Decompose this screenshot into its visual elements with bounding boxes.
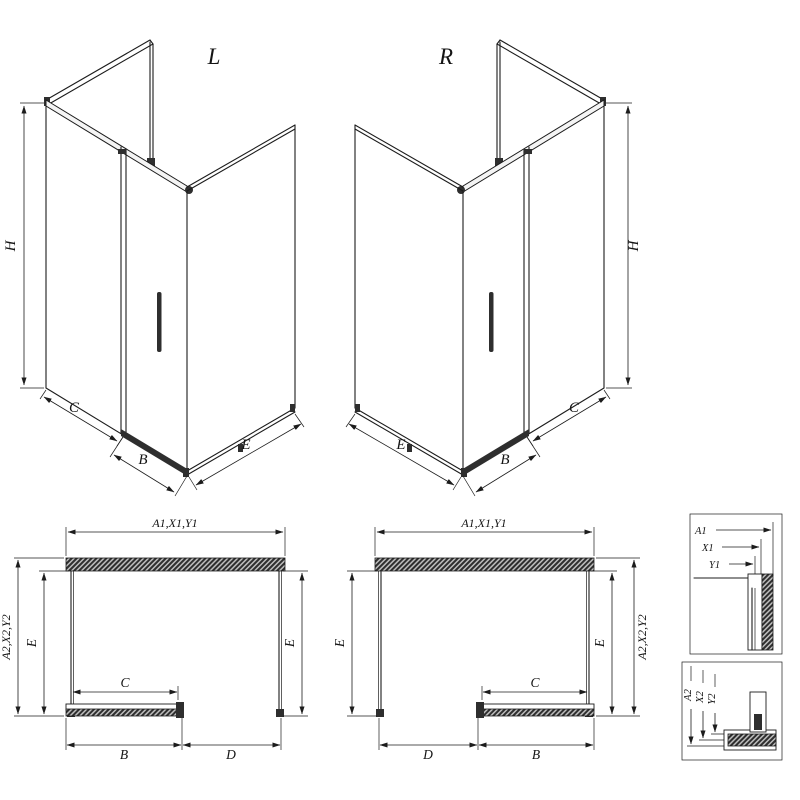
dim-depth-outer: A2,X2,Y2 <box>0 557 64 717</box>
front-face <box>457 99 605 477</box>
plan-view-left: A1,X1,Y1 A2,X2,Y2 E <box>0 516 308 762</box>
corner-connector <box>147 158 155 167</box>
dim-label-height: H <box>626 239 642 252</box>
side-panel <box>354 124 467 477</box>
sliding-door <box>481 708 595 717</box>
view-label-left: L <box>207 44 221 69</box>
door-bottom-track <box>461 429 529 477</box>
wall-profile-bar <box>374 557 595 572</box>
dim-door: B <box>65 718 183 762</box>
dim-label-depth-left: E <box>24 638 39 648</box>
dim-label-fixed: C <box>69 400 80 416</box>
detail-depth-profile: A2 X2 Y2 <box>681 661 783 761</box>
dim-label-height: H <box>3 239 19 252</box>
detail-border <box>689 513 783 655</box>
door-seal <box>754 714 762 730</box>
dim-label-door-glass: C <box>530 675 540 690</box>
door-handle <box>157 292 162 352</box>
dim-door-glass: C <box>72 675 179 700</box>
door-roller <box>118 149 126 154</box>
iso-view-right: R <box>345 39 642 497</box>
dim-door-left: B <box>109 436 188 497</box>
dim-width: A1,X1,Y1 <box>374 516 595 556</box>
glass-panels <box>376 570 593 717</box>
foot <box>461 468 467 477</box>
top-rail <box>462 99 605 193</box>
door-end-profile <box>476 702 484 718</box>
dim-opening: D <box>182 718 282 762</box>
dim-label-depth-right: E <box>282 638 297 648</box>
top-rail <box>45 99 188 193</box>
side-panel <box>183 124 296 477</box>
dim-label-depth-right: E <box>592 638 607 648</box>
foot <box>183 468 189 477</box>
dim-depth-left: E <box>332 570 377 717</box>
dim-label-opening: D <box>225 747 236 762</box>
front-face <box>45 99 193 477</box>
dim-side-right: E <box>345 413 462 491</box>
dim-label-side: E <box>240 437 250 453</box>
dim-depth-outer: A2,X2,Y2 <box>596 557 649 717</box>
dim-height-right: H <box>606 102 642 389</box>
dim-door: B <box>477 718 595 762</box>
sliding-door-assembly <box>65 702 184 718</box>
door-end-profile <box>176 702 184 718</box>
iso-view-left: L <box>3 39 305 497</box>
sliding-door <box>65 708 179 717</box>
glass-panels <box>67 570 284 717</box>
plan-view-center: A1,X1,Y1 E E <box>332 516 649 762</box>
detail-dim-a1: A1 <box>694 526 707 537</box>
dim-fixed-right: C <box>526 389 611 447</box>
detail-dim-a2: A2 <box>683 688 694 701</box>
dim-opening: D <box>378 718 478 762</box>
door-roller <box>524 149 532 154</box>
dim-depth-right: E <box>282 570 308 717</box>
dim-label-side: E <box>395 437 405 453</box>
foot <box>290 404 295 412</box>
door-handle <box>489 292 494 352</box>
door-bottom-track <box>121 429 189 477</box>
dim-label-depth-outer: A2,X2,Y2 <box>0 614 13 660</box>
dim-depth-right: E <box>591 570 617 715</box>
dim-label-door: B <box>120 747 128 762</box>
sliding-door-assembly <box>476 702 595 718</box>
dim-label-fixed: C <box>569 400 580 416</box>
panel-end-cap <box>376 709 384 717</box>
detail-dim-y1: Y1 <box>709 560 720 571</box>
dim-width: A1,X1,Y1 <box>65 516 286 556</box>
panel-end-cap <box>276 709 284 717</box>
foot <box>355 404 360 412</box>
dim-label-door-glass: C <box>120 675 130 690</box>
dim-label-depth-outer: A2,X2,Y2 <box>635 614 649 660</box>
dim-door-glass: C <box>481 675 588 700</box>
dim-height-left: H <box>3 102 44 389</box>
dim-fixed-left: C <box>39 389 124 447</box>
view-label-right: R <box>438 44 453 69</box>
detail-dim-y2: Y2 <box>707 693 718 705</box>
wall-profile-section <box>761 573 774 651</box>
dim-label-door: B <box>138 452 147 468</box>
detail-dim-x1: X1 <box>701 543 714 554</box>
dim-label-depth-left: E <box>332 638 347 648</box>
wall-profile-bar <box>65 557 286 572</box>
dim-label-width: A1,X1,Y1 <box>151 516 197 530</box>
back-panel <box>44 39 155 167</box>
track-profile-section <box>727 733 777 747</box>
dim-label-door: B <box>500 452 509 468</box>
detail-width-profile: A1 X1 Y1 <box>689 513 783 655</box>
dim-label-opening: D <box>422 747 433 762</box>
dim-depth-left: E <box>24 570 69 715</box>
detail-dim-x2: X2 <box>695 690 706 703</box>
foot <box>407 444 412 452</box>
dim-label-door: B <box>532 747 540 762</box>
dim-label-width: A1,X1,Y1 <box>460 516 506 530</box>
corner-connector <box>495 158 503 167</box>
back-panel <box>495 39 606 167</box>
detail-border <box>681 661 783 761</box>
dim-side-left: E <box>188 413 305 491</box>
